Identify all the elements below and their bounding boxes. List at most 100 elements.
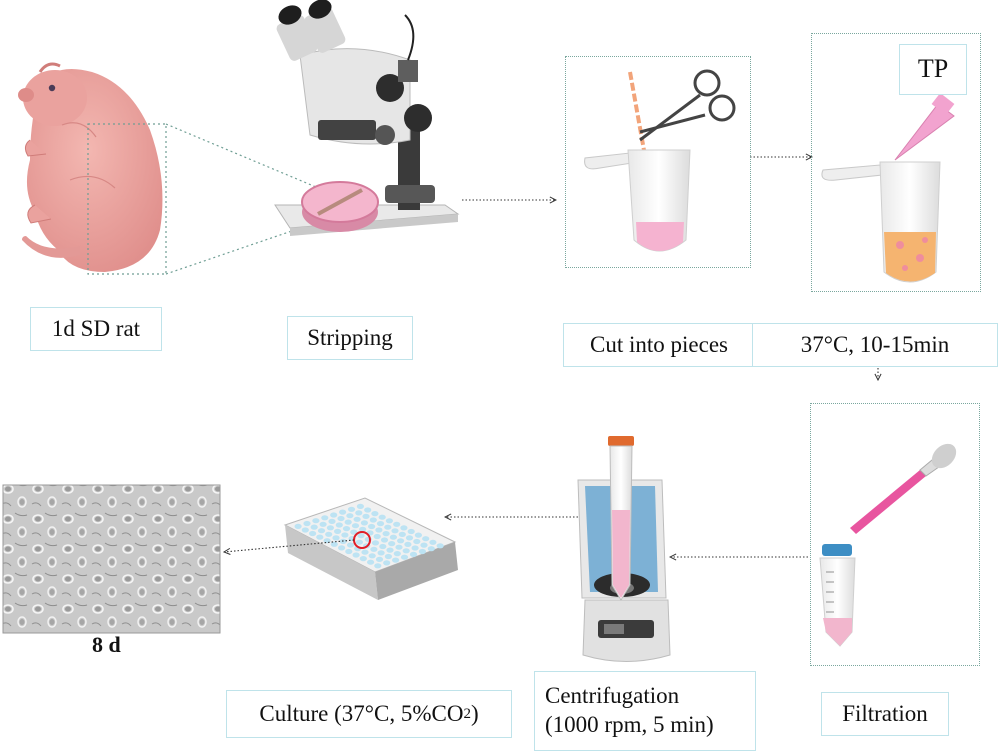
plate-well (393, 521, 401, 527)
well-plate-icon (283, 497, 458, 600)
plate-well (317, 528, 326, 534)
plate-well (352, 552, 360, 558)
petri-dish-icon (301, 181, 379, 232)
plate-well (341, 532, 349, 538)
plate-well (400, 525, 408, 531)
plate-well (369, 517, 377, 523)
centrifuge-icon (577, 436, 671, 662)
plate-well (353, 516, 361, 522)
plate-well (380, 537, 389, 543)
label-stripping-text: Stripping (307, 324, 393, 350)
tube-icon (584, 149, 691, 252)
plate-well (375, 527, 383, 533)
plate-well (393, 551, 401, 557)
plate-well (355, 539, 363, 545)
label-digest-text: 37°C, 10-15min (800, 331, 950, 357)
rat-illustration (18, 62, 163, 272)
plate-well (378, 514, 386, 520)
plate-well (335, 522, 343, 528)
plate-well (368, 523, 376, 530)
plate-well (330, 512, 338, 518)
plate-well (404, 541, 412, 548)
zoom-lines (87, 123, 336, 275)
plate-well (402, 548, 410, 554)
plate-well (384, 553, 392, 560)
plate-well (386, 547, 394, 553)
arrow-plate-to-micrograph (224, 539, 355, 552)
pipette-tip-icon (894, 92, 955, 161)
cut-panel (565, 56, 751, 268)
plate-well (351, 523, 360, 529)
label-day: 8 d (92, 632, 121, 657)
plate-well (294, 523, 302, 530)
pipette-icon (850, 443, 957, 534)
plate-well (346, 513, 354, 519)
plate-well (407, 528, 415, 535)
plate-well (377, 550, 385, 556)
plate-well (420, 542, 428, 548)
label-centrifugation-line2: (1000 rpm, 5 min) (545, 712, 714, 737)
label-digest: 37°C, 10-15min (752, 323, 998, 367)
plate-well (355, 510, 363, 516)
label-cut: Cut into pieces (563, 323, 755, 367)
plate-well (337, 515, 345, 522)
plate-well (389, 534, 397, 540)
plate-well (338, 545, 346, 551)
plate-well (383, 560, 391, 566)
label-culture-suffix: ) (470, 700, 479, 726)
plate-well (411, 545, 419, 551)
plate-well (422, 536, 430, 542)
label-stripping: Stripping (287, 316, 413, 360)
label-rat-text: 1d SD rat (51, 315, 141, 341)
plate-well (376, 521, 385, 527)
plate-well (346, 542, 355, 548)
plate-well (374, 563, 382, 569)
plate-well (319, 521, 327, 527)
plate-well (388, 541, 396, 547)
label-tp-text: TP (917, 54, 949, 84)
plate-well (409, 551, 418, 558)
plate-well (413, 538, 421, 545)
plate-well (309, 530, 317, 537)
plate-well (382, 531, 390, 537)
plate-well (405, 535, 414, 541)
plate-well (384, 524, 392, 530)
plate-well (371, 510, 379, 517)
plate-well (371, 540, 380, 546)
plate-well (359, 556, 367, 562)
digest-panel (811, 33, 981, 292)
plate-well (312, 518, 320, 524)
plate-well (379, 543, 387, 550)
plate-well (429, 539, 437, 545)
label-cut-text: Cut into pieces (590, 331, 728, 357)
plate-well (359, 526, 367, 532)
label-tp: TP (899, 44, 967, 95)
plate-well (367, 559, 375, 565)
plate-well (373, 533, 381, 540)
plate-well (325, 531, 333, 537)
plate-well (400, 554, 409, 560)
plate-well (398, 531, 406, 538)
label-centrifugation: Centrifugation (1000 rpm, 5 min) (534, 671, 756, 751)
plate-well (334, 528, 342, 535)
plate-well (310, 524, 318, 530)
plate-well (414, 532, 422, 538)
plate-well (328, 518, 336, 525)
label-filtration: Filtration (821, 692, 949, 736)
plate-well (397, 538, 405, 544)
label-culture-sub: 2 (463, 705, 471, 722)
plate-well (392, 557, 400, 563)
microscope-icon (274, 0, 460, 236)
filtration-panel (810, 403, 980, 666)
label-filtration-text: Filtration (842, 700, 928, 726)
plate-well (301, 527, 309, 533)
plate-well (303, 520, 311, 527)
plate-well (356, 503, 364, 509)
plate-well (332, 535, 340, 541)
label-rat: 1d SD rat (30, 307, 162, 351)
tube-icon-digest (821, 161, 941, 283)
plate-well (339, 509, 347, 515)
plate-well (361, 549, 369, 555)
plate-well (316, 534, 324, 540)
plate-well (364, 507, 372, 513)
